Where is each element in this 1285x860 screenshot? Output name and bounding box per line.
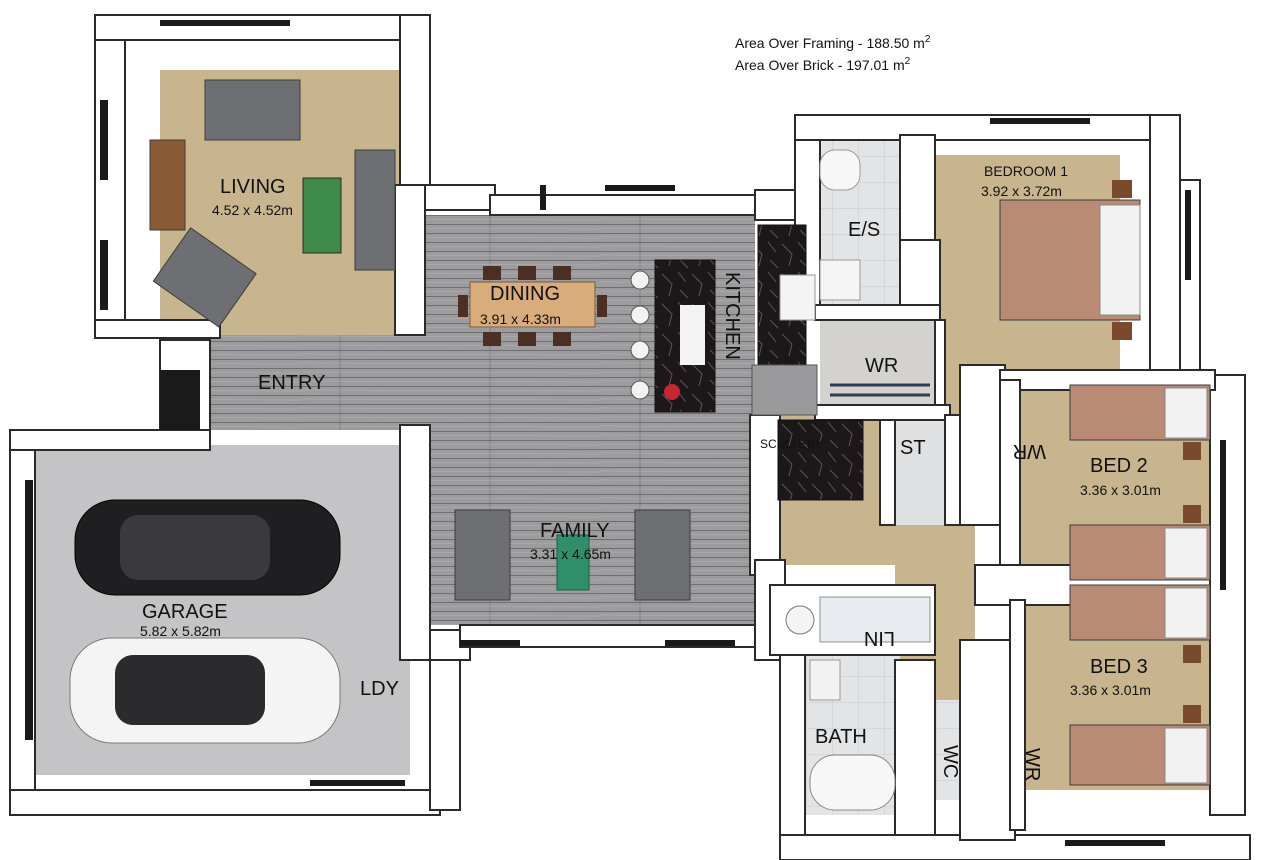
wr1-label: WR xyxy=(865,355,898,377)
garage-dims: 5.82 x 5.82m xyxy=(140,623,221,639)
wr3-label: WR xyxy=(1021,748,1043,781)
wc-label: WC xyxy=(939,745,961,778)
kitchen-island xyxy=(630,224,864,501)
bed3-label: BED 3 xyxy=(1090,656,1148,678)
bedroom1-dims: 3.92 x 3.72m xyxy=(981,183,1062,199)
bed2-furniture xyxy=(1069,384,1211,581)
area-brick-text: Area Over Brick - 197.01 m xyxy=(735,57,905,73)
bath-fixtures xyxy=(785,596,931,811)
bath-label: BATH xyxy=(815,726,867,748)
family-furniture xyxy=(454,509,691,601)
entry-label: ENTRY xyxy=(258,372,325,394)
garage-cars xyxy=(69,499,341,744)
dining-dims: 3.91 x 4.33m xyxy=(480,311,561,327)
family-dims: 3.31 x 4.65m xyxy=(530,546,611,562)
bed3-furniture xyxy=(1069,584,1211,786)
bedroom1-label: BEDROOM 1 xyxy=(984,163,1068,179)
es-label: E/S xyxy=(848,219,880,241)
bed3-dims: 3.36 x 3.01m xyxy=(1070,682,1151,698)
area-notes: Area Over Framing - 188.50 m2 Area Over … xyxy=(735,34,931,73)
svg-text:Area Over Framing - 188.50 m2: Area Over Framing - 188.50 m2 xyxy=(735,34,931,51)
bed2-dims: 3.36 x 3.01m xyxy=(1080,482,1161,498)
living-furniture xyxy=(149,79,396,328)
living-dims: 4.52 x 4.52m xyxy=(212,202,293,218)
dining-label: DINING xyxy=(490,283,560,305)
bedroom1-furniture xyxy=(819,149,1141,340)
windows xyxy=(25,20,1226,846)
scullery-label: SCULLERY xyxy=(760,437,823,451)
st-label: ST xyxy=(900,437,926,459)
wardrobe-rails xyxy=(830,383,930,397)
garage-label: GARAGE xyxy=(142,601,228,623)
ldy-label: LDY xyxy=(360,678,399,700)
wr2-label: WR xyxy=(1013,440,1046,462)
lin-label: LIN xyxy=(864,627,895,649)
svg-text:Area Over Brick - 197.01 m2: Area Over Brick - 197.01 m2 xyxy=(735,56,911,73)
area-brick-sup: 2 xyxy=(905,56,911,67)
dining-table xyxy=(458,266,607,346)
area-framing-sup: 2 xyxy=(925,34,931,45)
family-label: FAMILY xyxy=(540,520,610,542)
area-framing-text: Area Over Framing - 188.50 m xyxy=(735,35,925,51)
bed2-label: BED 2 xyxy=(1090,455,1148,477)
living-label: LIVING xyxy=(220,176,286,198)
kitchen-label: KITCHEN xyxy=(721,272,743,360)
